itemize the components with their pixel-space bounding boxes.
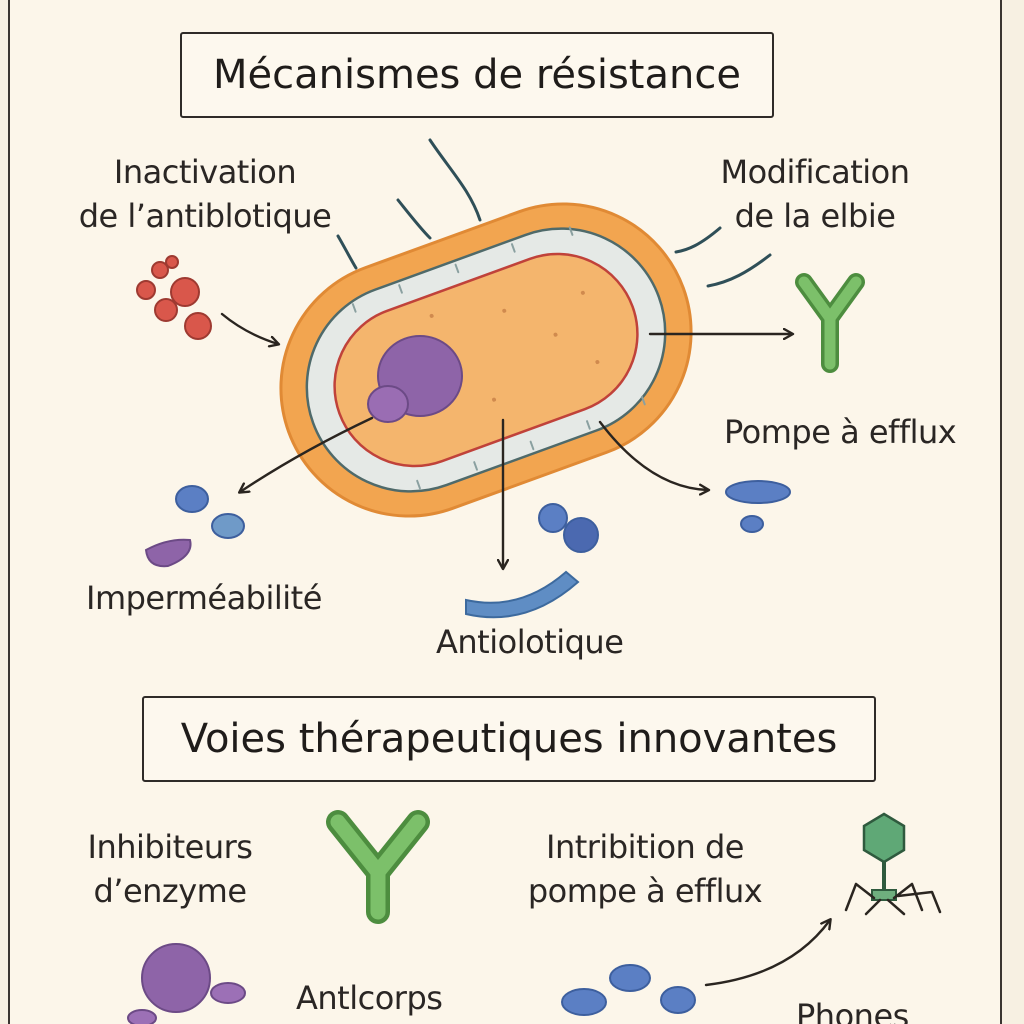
label-inactivation: Inactivation de l’antiblotique — [40, 150, 370, 238]
section-title-therapies: Voies thérapeutiques innovantes — [142, 696, 876, 782]
label-modification: Modification de la elbie — [690, 150, 940, 238]
impermeability-molecules — [144, 485, 245, 568]
target-antibody-icon — [795, 273, 865, 373]
phage-icon — [844, 812, 942, 916]
mechanisms-title-text: Mécanismes de résistance — [213, 52, 741, 98]
flagellum-5 — [706, 253, 772, 288]
enzyme-inhibitor-icon — [127, 943, 246, 1024]
label-efflux-inhibition-line2: pompe à efflux — [527, 872, 763, 910]
label-modification-line1: Modification — [720, 153, 910, 191]
label-modification-line2: de la elbie — [734, 197, 896, 235]
antibiotic-molecules — [465, 503, 599, 619]
arrow-phages — [704, 920, 830, 987]
page-frame — [8, 0, 1002, 1024]
label-enzyme-inhibitors-line1: Inhibiteurs — [87, 828, 253, 866]
flagella — [336, 138, 772, 288]
bacterium-cell — [279, 202, 693, 518]
efflux-molecules — [725, 480, 791, 533]
label-inactivation-line2: de l’antiblotique — [78, 197, 332, 235]
flagellum-3 — [336, 234, 358, 270]
arrow-inactivation — [220, 312, 278, 344]
label-efflux-pump: Pompe à efflux — [724, 413, 957, 451]
flagellum-1 — [428, 138, 482, 222]
enzyme-cluster — [136, 255, 212, 340]
label-inactivation-line1: Inactivation — [113, 153, 297, 191]
nucleoid — [367, 335, 463, 423]
label-enzyme-inhibitors: Inhibiteurs d’enzyme — [60, 825, 280, 913]
therapy-antibody-icon — [326, 810, 430, 924]
label-antibiotic: Antiolotique — [436, 623, 624, 661]
flagellum-4 — [674, 226, 722, 254]
label-phages: Phones — [796, 997, 909, 1024]
label-efflux-inhibition-line1: Intribition de — [546, 828, 744, 866]
arrow-impermeability — [240, 416, 374, 492]
arrows — [220, 312, 830, 987]
label-enzyme-inhibitors-line2: d’enzyme — [93, 872, 247, 910]
therapies-title-text: Voies thérapeutiques innovantes — [180, 716, 838, 762]
arrow-efflux — [598, 420, 708, 490]
flagellum-2 — [396, 198, 432, 240]
label-antibodies: Antlcorps — [296, 979, 443, 1017]
label-impermeability: Imperméabilité — [86, 579, 322, 617]
label-efflux-inhibition: Intribition de pompe à efflux — [510, 825, 780, 913]
efflux-inhibitor-molecules — [561, 964, 696, 1016]
section-title-mechanisms: Mécanismes de résistance — [180, 32, 774, 118]
